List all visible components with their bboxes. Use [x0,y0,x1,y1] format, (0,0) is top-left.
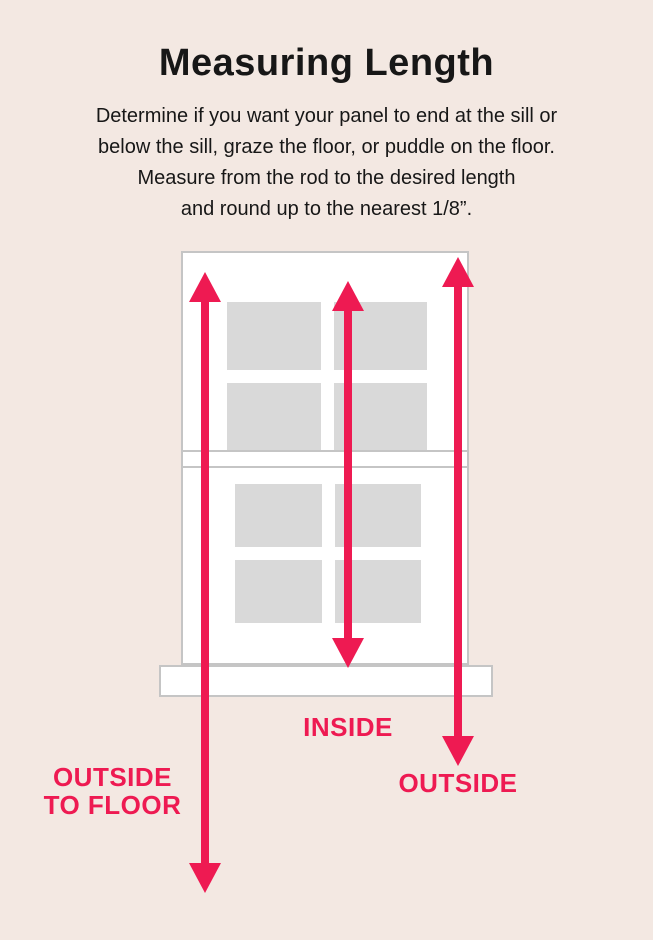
inside-arrow [331,281,365,668]
outside-arrow [441,257,475,766]
arrow-down-icon [332,638,364,668]
window-pane [235,560,322,623]
description-line: Measure from the rod to the desired leng… [137,167,516,189]
window-lower-sash [235,484,421,623]
arrow-shaft [454,279,462,744]
window-pane [227,382,321,450]
outside-to-floor-label: OUTSIDE TO FLOOR [20,763,205,819]
description: Determine if you want your panel to end … [0,101,653,225]
description-line: and round up to the nearest 1/8”. [180,198,473,220]
window-sill [159,665,493,697]
outside-label: OUTSIDE [398,768,518,798]
window-pane [235,484,322,547]
description-line: Determine if you want your panel to end … [95,105,558,127]
window-upper-sash [227,302,427,450]
window-pane [227,302,321,370]
window-illustration [181,251,469,665]
arrow-shaft [201,294,209,871]
description-line: below the sill, graze the floor, or pudd… [98,136,555,158]
arrow-shaft [344,303,352,646]
window-mid-rail [183,450,467,468]
outside-to-floor-line: TO FLOOR [43,790,182,820]
arrow-down-icon [442,736,474,766]
inside-label: INSIDE [303,712,393,742]
outside-to-floor-arrow [188,272,222,893]
arrow-down-icon [189,863,221,893]
outside-to-floor-line: OUTSIDE [52,762,173,792]
page-title: Measuring Length [158,42,495,84]
